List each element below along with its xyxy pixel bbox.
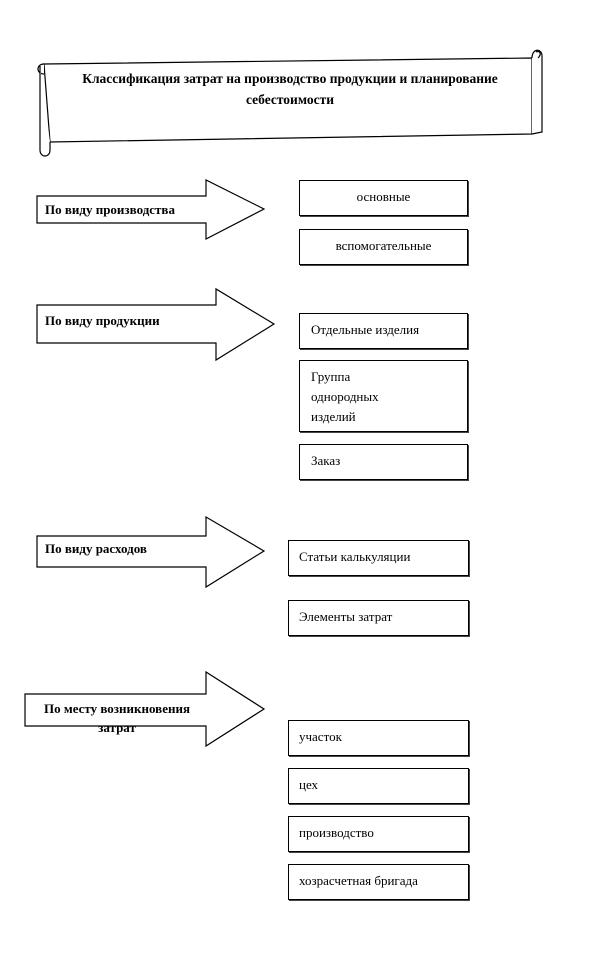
item-box-single-products: Отдельные изделия bbox=[299, 313, 468, 349]
item-box-costing-items: Статьи калькуляции bbox=[288, 540, 469, 576]
group-label-location: По месту возникновения затрат bbox=[44, 701, 190, 735]
item-box-brigade: хозрасчетная бригада bbox=[288, 864, 469, 900]
item-box-main: основные bbox=[299, 180, 468, 216]
group-label-expenses: По виду расходов bbox=[45, 541, 147, 556]
title-scroll bbox=[37, 49, 543, 157]
arrow-shape-product bbox=[36, 287, 276, 362]
item-label: Группа однородных изделий bbox=[311, 369, 379, 424]
diagram-title: Классификация затрат на производство про… bbox=[82, 71, 498, 107]
item-label: хозрасчетная бригада bbox=[299, 873, 418, 888]
group-label-production: По виду производства bbox=[45, 202, 175, 217]
item-box-order: Заказ bbox=[299, 444, 468, 480]
item-label: Элементы затрат bbox=[299, 609, 393, 624]
item-label: Заказ bbox=[311, 453, 341, 468]
group-label-product: По виду продукции bbox=[45, 313, 160, 328]
item-label: участок bbox=[299, 729, 342, 744]
arrow-shape-production bbox=[36, 179, 266, 240]
arrow-shape-location bbox=[24, 670, 266, 748]
item-label: Отдельные изделия bbox=[311, 322, 420, 337]
item-label: основные bbox=[356, 189, 411, 204]
item-box-product-group: Группа однородных изделий bbox=[299, 360, 468, 432]
item-label: вспомогательные bbox=[335, 238, 432, 253]
item-box-section: участок bbox=[288, 720, 469, 756]
item-box-production: производство bbox=[288, 816, 469, 852]
arrow-shape-expenses bbox=[36, 515, 266, 589]
item-label: производство bbox=[299, 825, 374, 840]
item-label: Статьи калькуляции bbox=[299, 549, 411, 564]
item-box-workshop: цех bbox=[288, 768, 469, 804]
item-label: цех bbox=[299, 777, 319, 792]
item-box-auxiliary: вспомогательные bbox=[299, 229, 468, 265]
item-box-cost-elements: Элементы затрат bbox=[288, 600, 469, 636]
